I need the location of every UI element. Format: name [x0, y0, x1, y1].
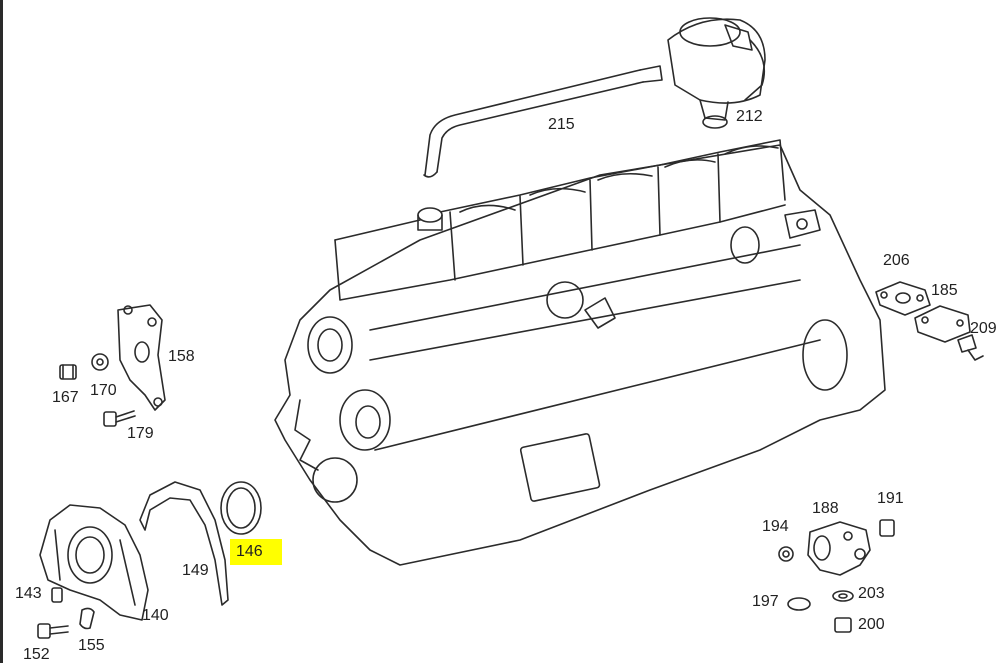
part-label-188[interactable]: 188 — [812, 500, 839, 517]
timing-cover-parts — [37, 481, 262, 639]
oil-pump-parts — [778, 519, 895, 633]
part-label-158[interactable]: 158 — [168, 348, 195, 365]
right-upper-parts — [875, 281, 984, 361]
oil-separator — [667, 17, 766, 129]
left-upper-parts — [59, 304, 166, 427]
part-label-146[interactable]: 146 — [236, 543, 263, 560]
part-label-209[interactable]: 209 — [970, 320, 997, 337]
part-label-155[interactable]: 155 — [78, 637, 105, 654]
breather-hose — [423, 65, 663, 178]
part-label-200[interactable]: 200 — [858, 616, 885, 633]
part-label-191[interactable]: 191 — [877, 490, 904, 507]
part-label-179[interactable]: 179 — [127, 425, 154, 442]
part-label-215[interactable]: 215 — [548, 116, 575, 133]
part-label-212[interactable]: 212 — [736, 108, 763, 125]
part-label-149[interactable]: 149 — [182, 562, 209, 579]
engine-block — [274, 139, 886, 566]
part-label-167[interactable]: 167 — [52, 389, 79, 406]
part-label-194[interactable]: 194 — [762, 518, 789, 535]
part-label-197[interactable]: 197 — [752, 593, 779, 610]
part-label-140[interactable]: 140 — [142, 607, 169, 624]
part-label-170[interactable]: 170 — [90, 382, 117, 399]
part-label-143[interactable]: 143 — [15, 585, 42, 602]
part-label-185[interactable]: 185 — [931, 282, 958, 299]
part-label-206[interactable]: 206 — [883, 252, 910, 269]
part-label-203[interactable]: 203 — [858, 585, 885, 602]
left-border — [0, 0, 3, 663]
part-label-152[interactable]: 152 — [23, 646, 50, 663]
part-146-highlight — [230, 539, 282, 565]
